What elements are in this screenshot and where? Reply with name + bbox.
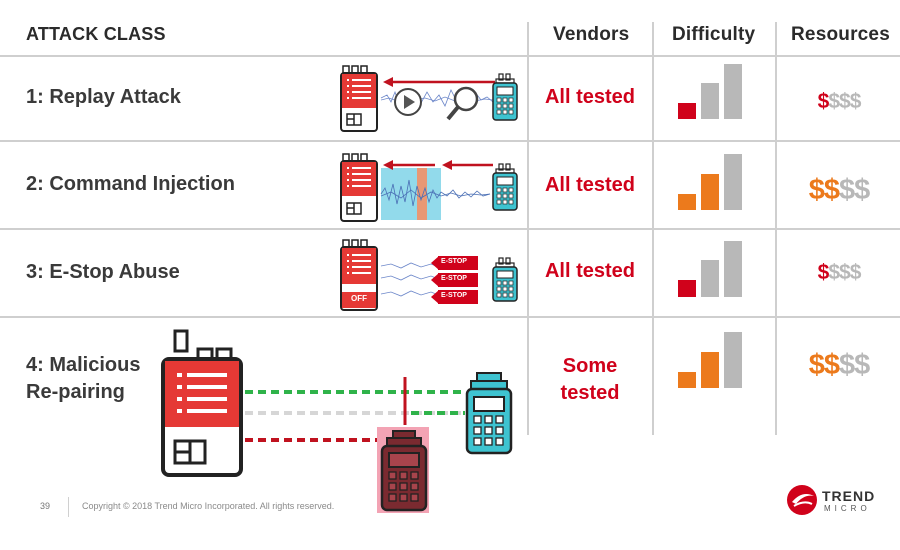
vendors-value: All tested — [544, 260, 636, 282]
dollar-icon: $ — [839, 261, 851, 284]
estop-label: E-STOP — [441, 292, 467, 299]
difficulty-bars — [678, 241, 742, 297]
header-resources: Resources — [791, 24, 890, 45]
dollar-icon: $ — [854, 174, 870, 206]
estop-label: E-STOP — [441, 258, 467, 265]
dollar-icon: $ — [839, 349, 855, 381]
resources-rating: $$$$ — [778, 261, 900, 285]
remote-icon — [492, 73, 518, 121]
difficulty-bar — [724, 241, 742, 297]
column-divider — [652, 22, 654, 435]
estop-illustration: E-STOP E-STOP E-STOP OFF — [335, 238, 520, 314]
row-divider — [0, 316, 900, 318]
remote-icon — [492, 257, 518, 302]
pairing-link — [245, 390, 465, 442]
replay-attack-illustration — [340, 65, 518, 132]
row-divider — [0, 140, 900, 142]
dollar-icon: $ — [849, 261, 862, 284]
logo-word: TREND — [822, 488, 876, 504]
dollar-icon: $ — [828, 261, 840, 284]
off-label: OFF — [351, 294, 367, 303]
column-divider — [527, 22, 529, 435]
dollar-icon: $ — [817, 90, 830, 113]
page-number: 39 — [40, 501, 51, 511]
injection-highlight — [417, 168, 427, 220]
dollar-icon: $ — [823, 174, 840, 206]
resources-rating: $$$$ — [778, 174, 900, 207]
receiver-icon — [340, 239, 378, 311]
arrow-icon — [383, 160, 493, 170]
dollar-icon: $ — [849, 90, 862, 113]
play-icon — [394, 88, 422, 116]
difficulty-bars — [678, 64, 742, 119]
difficulty-bar — [678, 372, 696, 388]
resources-rating: $$$$ — [778, 90, 900, 114]
difficulty-bar — [724, 332, 742, 388]
row-label-repairing: 4: Malicious Re-pairing — [26, 352, 140, 406]
row-label-estop: 3: E-Stop Abuse — [26, 261, 180, 283]
command-injection-illustration — [340, 153, 518, 222]
difficulty-bar — [724, 64, 742, 119]
dollar-icon: $ — [839, 90, 851, 113]
row-divider — [0, 55, 900, 57]
vendors-value: All tested — [544, 174, 636, 196]
row-label-replay: 1: Replay Attack — [26, 86, 181, 108]
difficulty-bar — [678, 103, 696, 119]
repairing-illustration — [161, 329, 513, 513]
receiver-icon — [161, 329, 243, 477]
arrow-icon — [431, 256, 478, 304]
resources-rating: $$$$ — [778, 349, 900, 382]
difficulty-bar — [724, 154, 742, 210]
vendors-value: All tested — [544, 86, 636, 108]
difficulty-bar — [678, 194, 696, 210]
dollar-icon: $ — [854, 349, 870, 381]
remote-icon — [465, 372, 513, 455]
vendors-line: tested — [560, 382, 620, 404]
column-divider — [775, 22, 777, 435]
dollar-icon: $ — [817, 261, 830, 284]
header-vendors: Vendors — [553, 24, 630, 45]
vendors-value: Some tested — [528, 353, 652, 407]
row-divider — [0, 228, 900, 230]
logo-word: MICRO — [824, 504, 871, 513]
remote-icon — [492, 163, 518, 211]
footer-divider — [68, 497, 69, 517]
difficulty-bars — [678, 154, 742, 210]
difficulty-bar — [678, 280, 696, 297]
dollar-icon: $ — [808, 174, 825, 206]
receiver-icon — [340, 153, 378, 222]
difficulty-bar — [701, 260, 719, 297]
dollar-icon: $ — [839, 174, 855, 206]
difficulty-bar — [701, 83, 719, 119]
magnifier-icon — [446, 86, 479, 121]
row-label-command-injection: 2: Command Injection — [26, 173, 235, 195]
difficulty-bars — [678, 332, 742, 388]
difficulty-bar — [701, 174, 719, 210]
copyright-text: Copyright © 2018 Trend Micro Incorporate… — [82, 501, 335, 511]
trend-micro-logo: TREND MICRO — [786, 482, 886, 522]
header-attack-class: ATTACK CLASS — [26, 24, 166, 44]
dollar-icon: $ — [823, 349, 840, 381]
vendors-line: Some — [562, 355, 618, 377]
header-difficulty: Difficulty — [672, 24, 756, 45]
row-label-line: 4: Malicious — [26, 354, 141, 376]
trend-micro-logo-icon — [787, 485, 817, 515]
difficulty-bar — [701, 352, 719, 388]
receiver-icon — [340, 65, 378, 132]
arrow-icon — [383, 77, 495, 87]
row-label-line: Re-pairing — [26, 381, 125, 403]
malicious-remote-icon — [377, 427, 429, 513]
signal-wave — [380, 179, 491, 207]
dollar-icon: $ — [808, 349, 825, 381]
dollar-icon: $ — [828, 90, 840, 113]
estop-label: E-STOP — [441, 275, 467, 282]
